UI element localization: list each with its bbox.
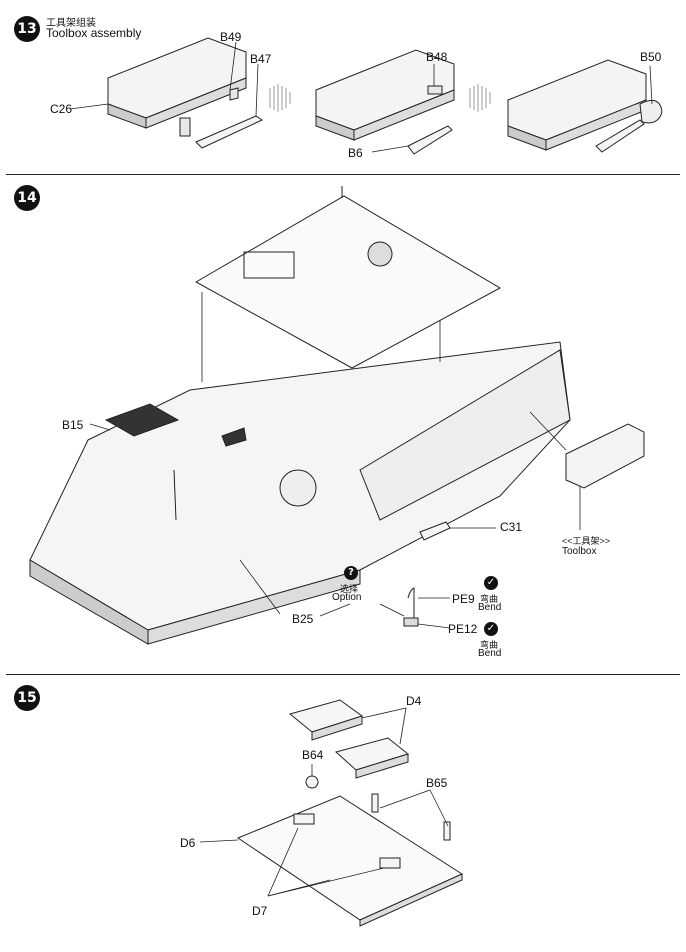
label-b50: B50 bbox=[640, 50, 662, 64]
step-15-badge: 15 bbox=[14, 685, 40, 711]
label-toolbox-cn: <<工具架>> bbox=[562, 536, 611, 546]
label-b15: B15 bbox=[62, 418, 84, 432]
label-bend-en-pe9: Bend bbox=[478, 602, 502, 613]
label-c31: C31 bbox=[500, 520, 523, 534]
part-b65-a bbox=[371, 793, 379, 813]
part-d7-b bbox=[379, 857, 401, 869]
label-b64: B64 bbox=[302, 748, 324, 762]
part-b49 bbox=[179, 117, 191, 137]
label-b49: B49 bbox=[220, 30, 242, 44]
part-b15-block bbox=[104, 403, 180, 437]
step-15-panel: 15 bbox=[6, 674, 680, 945]
step-14-badge: 14 bbox=[14, 185, 40, 211]
label-b47: B47 bbox=[250, 52, 272, 66]
label-bend-en-pe12: Bend bbox=[478, 648, 502, 659]
label-c26: C26 bbox=[50, 102, 73, 116]
question-icon: ? bbox=[344, 566, 358, 580]
part-d7-a bbox=[293, 813, 315, 825]
label-option-en: Option bbox=[332, 592, 362, 603]
part-d6 bbox=[236, 795, 464, 921]
part-b47 bbox=[195, 115, 264, 149]
roof-plate bbox=[194, 195, 502, 369]
label-pe12: PE12 bbox=[448, 622, 478, 636]
label-b6: B6 bbox=[348, 146, 363, 160]
step-13-panel: 13 工具架组装 Toolbox assembly bbox=[6, 4, 680, 174]
part-b65-b bbox=[443, 821, 451, 841]
bend-icon-pe9: ✓ bbox=[484, 576, 498, 590]
step-13-badge: 13 bbox=[14, 16, 40, 42]
label-bend-cn-pe12: 弯曲 bbox=[480, 640, 499, 650]
label-b48: B48 bbox=[426, 50, 448, 64]
label-d7: D7 bbox=[252, 904, 268, 918]
part-b64 bbox=[305, 775, 319, 789]
label-option-cn: 选择 bbox=[340, 584, 359, 594]
toolbox-rear bbox=[565, 423, 645, 489]
part-b50 bbox=[639, 99, 663, 124]
label-d4: D4 bbox=[406, 694, 422, 708]
part-pe12 bbox=[403, 617, 419, 627]
label-bend-cn-pe9: 弯曲 bbox=[480, 594, 499, 604]
label-b65: B65 bbox=[426, 776, 448, 790]
label-toolbox-en: Toolbox bbox=[562, 546, 597, 557]
bend-icon-pe12: ✓ bbox=[484, 622, 498, 636]
label-b25: B25 bbox=[292, 612, 314, 626]
step-13-title-cn: 工具架组装 bbox=[46, 18, 96, 29]
label-d6: D6 bbox=[180, 836, 196, 850]
part-b48 bbox=[427, 85, 443, 95]
label-pe9: PE9 bbox=[452, 592, 475, 606]
part-pe9 bbox=[407, 587, 415, 618]
step-13-title-en: Toolbox assembly bbox=[46, 26, 142, 40]
part-b6 bbox=[407, 125, 453, 155]
step-14-panel: 14 bbox=[6, 174, 680, 675]
